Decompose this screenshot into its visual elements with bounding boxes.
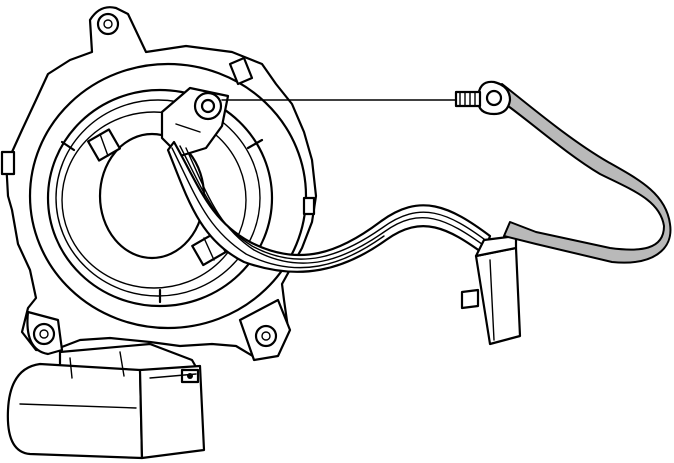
lower-connector-block: [6, 342, 206, 460]
right-mounting-tab: [238, 298, 292, 362]
side-notches: [0, 56, 316, 216]
top-mounting-tab: [96, 12, 120, 36]
harness-connector: [460, 234, 522, 346]
left-mounting-tab: [26, 310, 64, 356]
latch-square-upper: [87, 128, 121, 162]
ground-eyelet-lead: [476, 80, 672, 264]
harness-clip: [160, 86, 230, 158]
ground-screw: [454, 90, 482, 108]
